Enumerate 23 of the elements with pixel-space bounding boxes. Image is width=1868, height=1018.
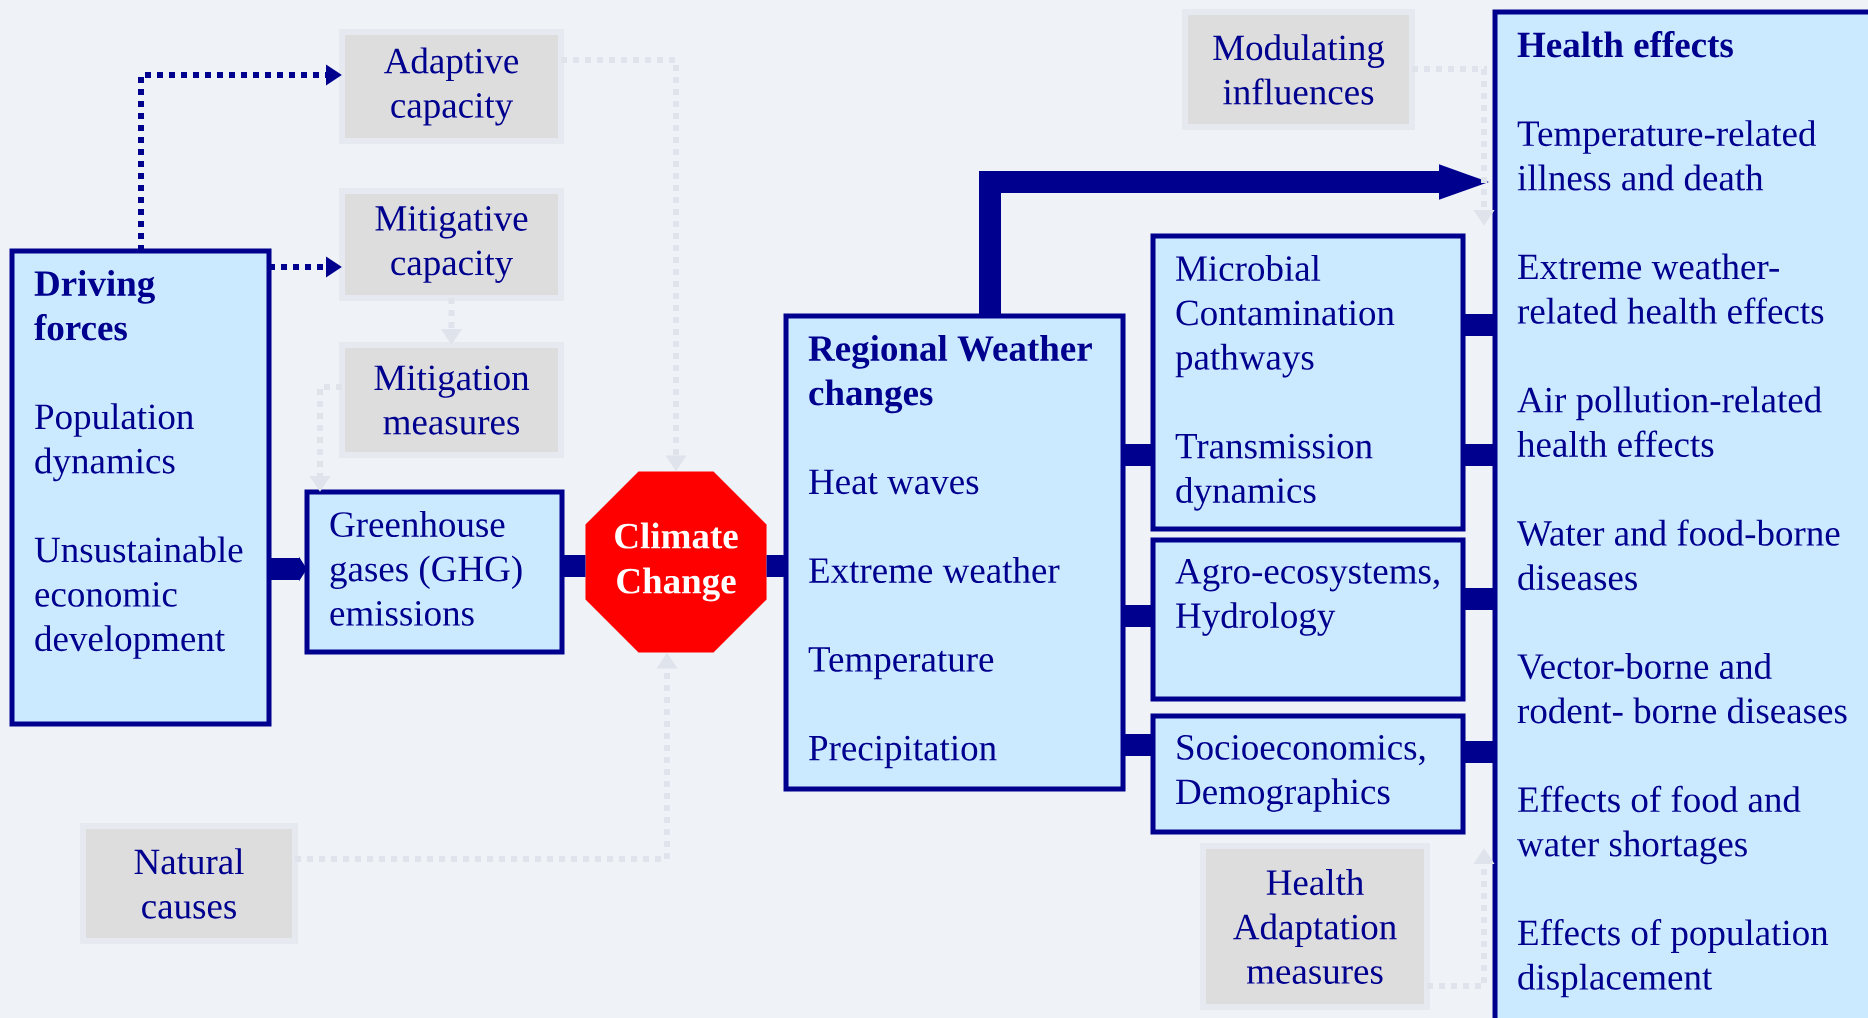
connector-bar bbox=[1463, 314, 1495, 336]
connector-bar bbox=[1463, 741, 1495, 763]
connector-bar bbox=[1123, 734, 1153, 756]
influence-box: Modulating influences bbox=[1182, 9, 1415, 130]
influence-box: Mitigative capacity bbox=[339, 188, 564, 301]
connector-bar bbox=[1463, 588, 1495, 610]
process-box: Regional Weather changes Heat waves Extreme weather Temperature Precipitation bbox=[783, 313, 1126, 792]
process-box: Greenhouse gases (GHG) emissions bbox=[304, 489, 565, 655]
influence-box: Natural causes bbox=[80, 823, 298, 944]
octagon-sign: Climate Change bbox=[585, 471, 767, 653]
connector-bar bbox=[562, 555, 586, 577]
process-box: Microbial Contamination pathways Transmission dynamics bbox=[1150, 233, 1466, 532]
connector-bar bbox=[1123, 605, 1153, 627]
influence-box: Health Adaptation measures bbox=[1200, 843, 1430, 1010]
connector-bar bbox=[1463, 444, 1495, 466]
process-box: Agro-ecosystems, Hydrology bbox=[1150, 537, 1466, 702]
influence-box: Mitigation measures bbox=[339, 342, 564, 458]
influence-box: Adaptive capacity bbox=[339, 29, 564, 144]
process-box: Driving forces Population dynamics Unsustainable economic development bbox=[9, 248, 272, 727]
connector-bar bbox=[1123, 444, 1153, 466]
process-box: Socioeconomics, Demographics bbox=[1150, 713, 1466, 835]
connector-bar bbox=[766, 555, 786, 577]
process-box: Health effects Temperature-related illness and death Extreme weather-related health effects Air pollution-related health effects Water and food-borne diseases Vector-borne and rodent- borne diseases Effects of food and water shortages Effects of population displacement bbox=[1492, 9, 1868, 1018]
